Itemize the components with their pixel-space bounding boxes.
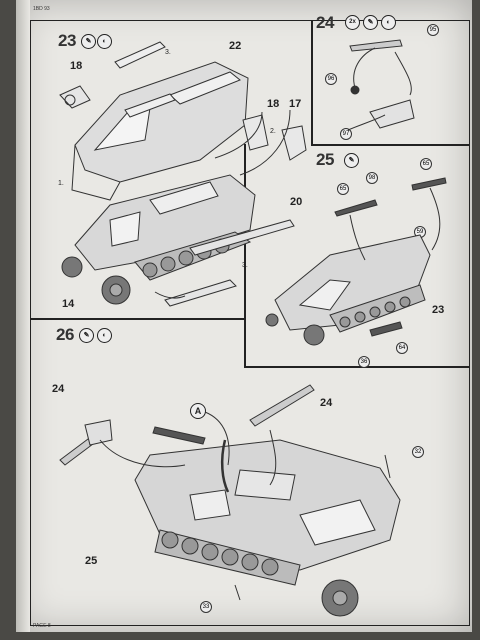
page-border (30, 20, 470, 626)
callout-badge: A (190, 403, 206, 419)
part-label: 17 (289, 98, 302, 110)
sequence-note: 2. (270, 128, 276, 135)
paint-icon: ◐ (381, 15, 396, 30)
divider (244, 144, 246, 366)
sequence-note: 1. (58, 180, 64, 187)
part-ref: 33 (200, 601, 212, 613)
step-number: 23 (58, 31, 76, 50)
part-label: 22 (229, 40, 242, 52)
part-label: 18 (70, 60, 83, 72)
page-footer: PAGE 8 (33, 623, 51, 629)
part-ref: 98 (366, 172, 378, 184)
paint-icon: ◐ (97, 328, 112, 343)
page-code: 1BD 93 (33, 6, 50, 12)
paint-icon: ◐ (97, 34, 112, 49)
part-ref: 65 (420, 158, 432, 170)
divider (311, 144, 470, 146)
part-ref: 96 (325, 73, 337, 85)
step-number: 24 (316, 13, 334, 32)
part-ref: 36 (358, 356, 370, 368)
part-ref: 65 (337, 183, 349, 195)
part-ref: 97 (340, 128, 352, 140)
sequence-note: 3. (242, 262, 248, 269)
divider (244, 366, 470, 368)
part-label: 14 (62, 298, 75, 310)
step-number: 26 (56, 325, 74, 344)
part-label: 23 (432, 304, 445, 316)
divider (311, 20, 313, 144)
step-number: 25 (316, 150, 334, 169)
part-label: 25 (85, 555, 98, 567)
sequence-note: 3. (165, 49, 171, 56)
part-ref: 32 (412, 446, 424, 458)
part-ref: 64 (396, 342, 408, 354)
divider (30, 318, 245, 320)
glue-icon: ✎ (81, 34, 96, 49)
quantity-badge: 2x (345, 15, 360, 30)
glue-icon: ✎ (79, 328, 94, 343)
part-label: 20 (290, 196, 303, 208)
part-label: 24 (52, 383, 65, 395)
part-label: 18 (267, 98, 280, 110)
glue-icon: ✎ (344, 153, 359, 168)
glue-icon: ✎ (363, 15, 378, 30)
part-label: 24 (320, 397, 333, 409)
part-ref: 95 (427, 24, 439, 36)
